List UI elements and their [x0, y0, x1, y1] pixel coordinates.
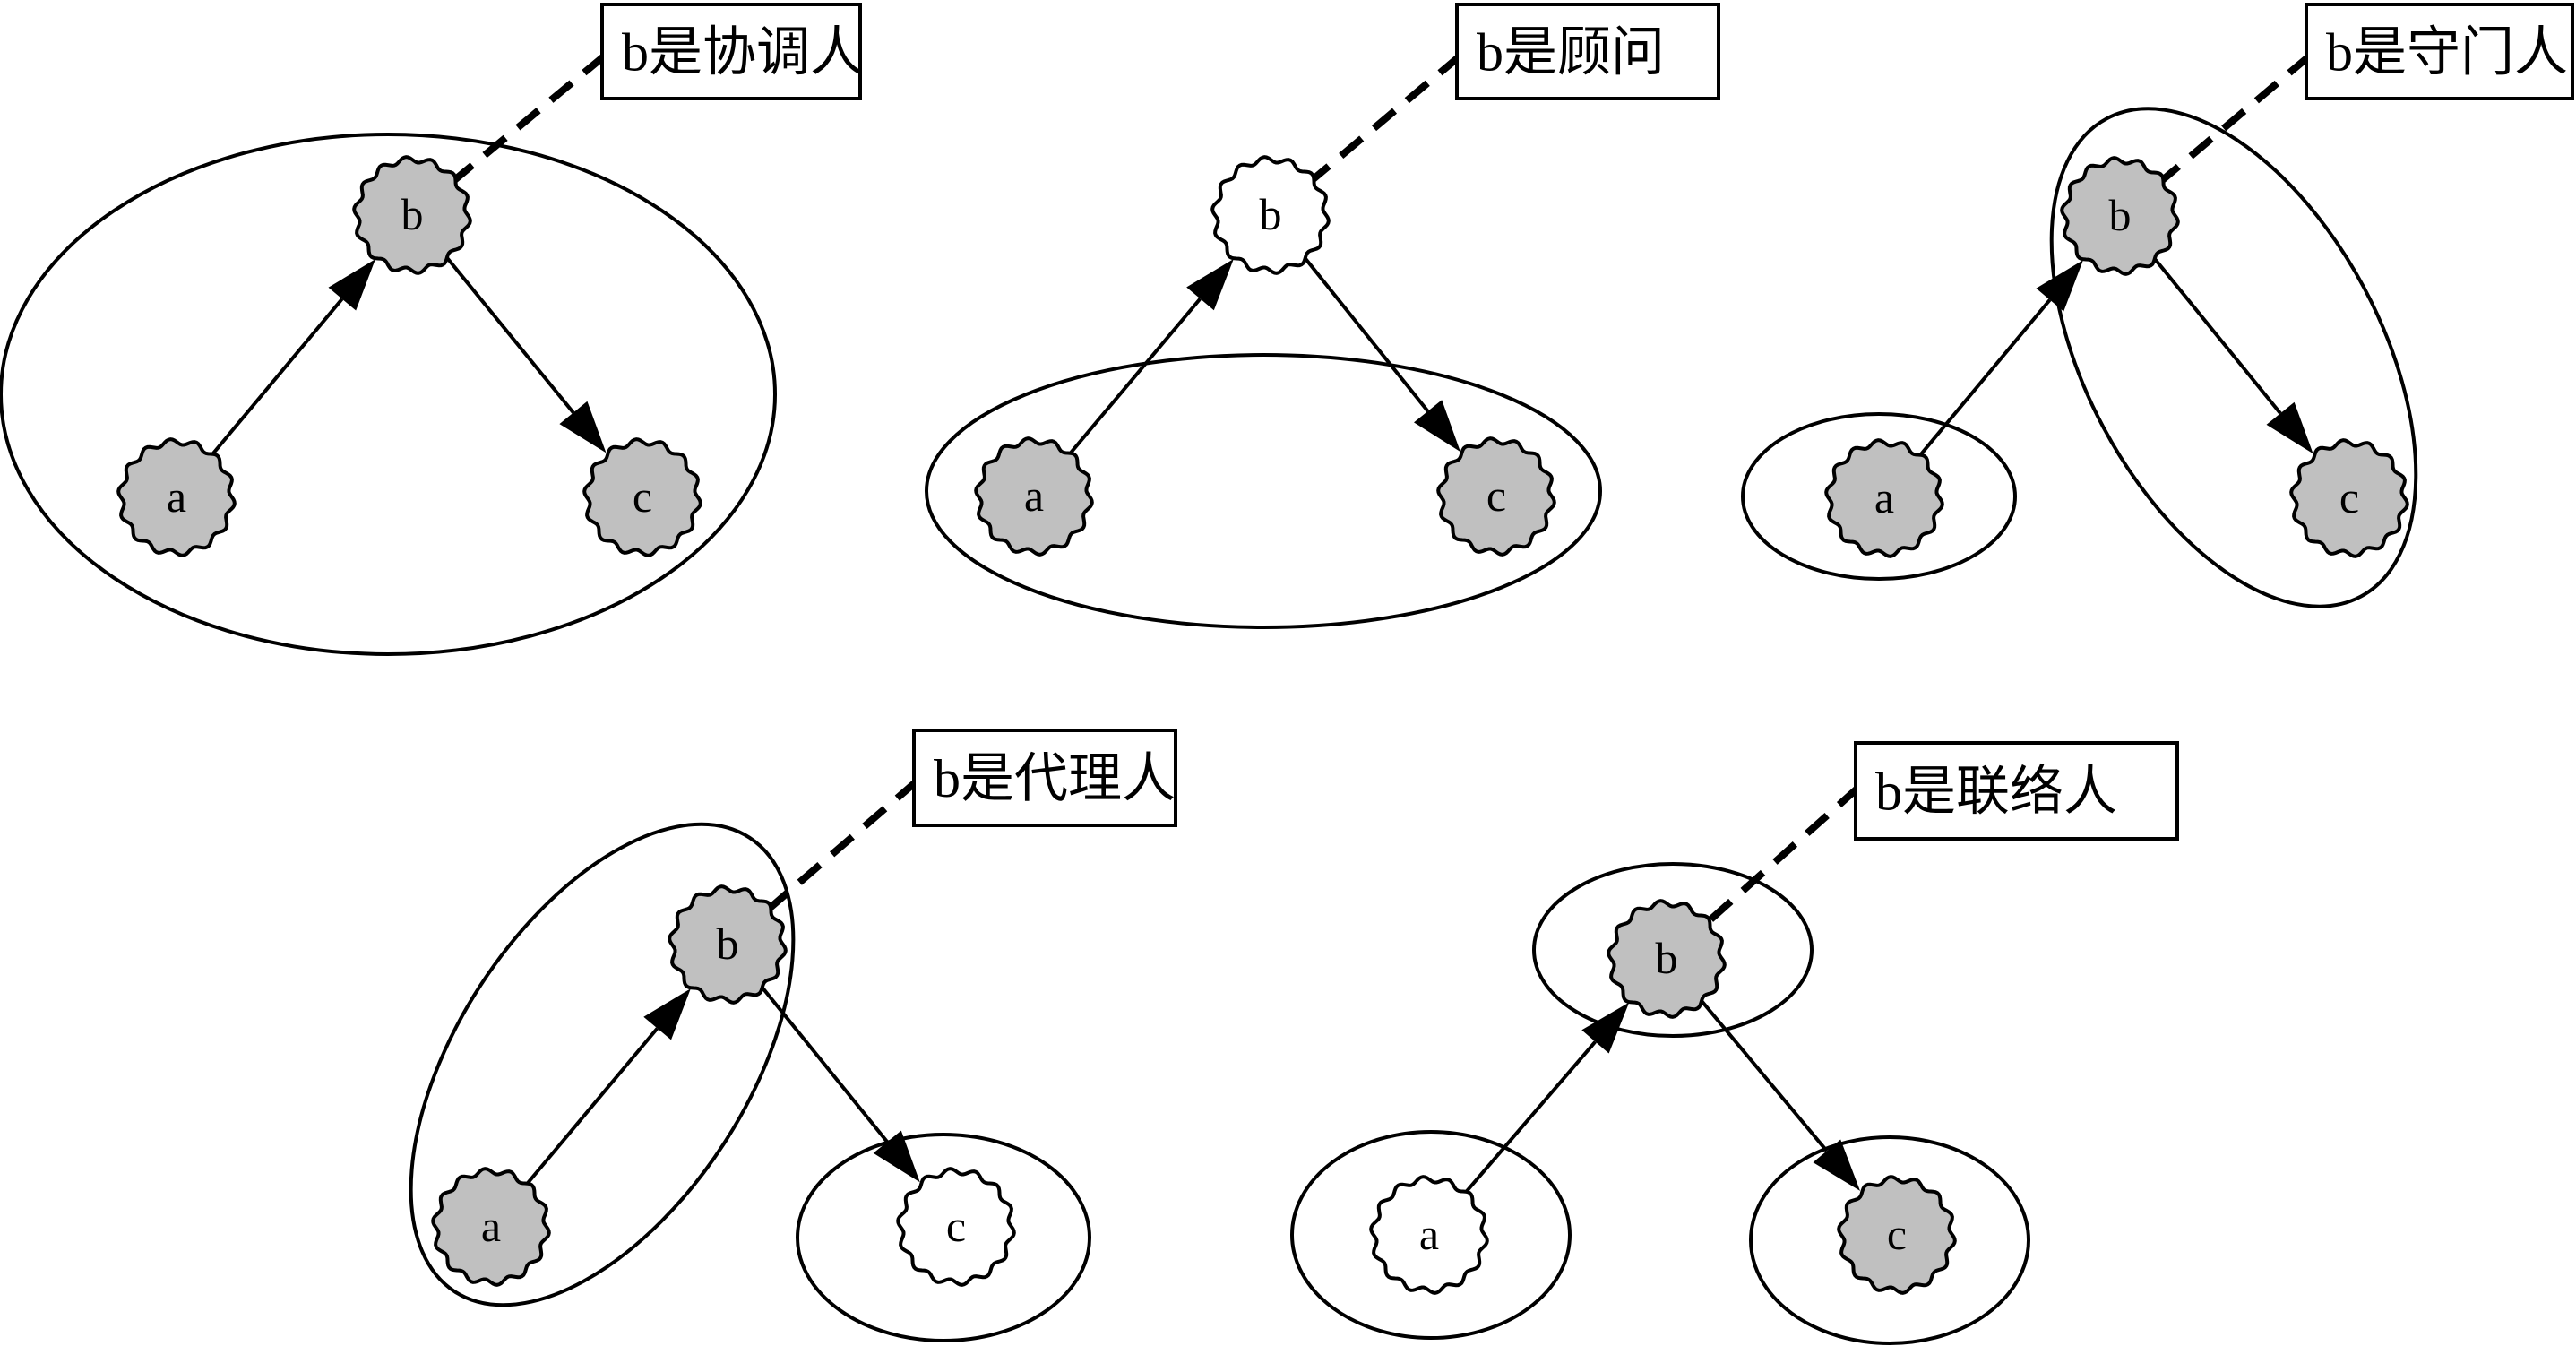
node-a	[431, 1167, 551, 1287]
arrowhead	[2266, 401, 2313, 454]
role-label-box	[600, 3, 862, 100]
group-ellipse	[2049, 107, 2418, 608]
arrowhead	[1813, 1139, 1860, 1191]
edge-a-b	[525, 1027, 659, 1186]
group-ellipse	[925, 353, 1602, 629]
node-label-b: b	[401, 189, 424, 239]
node-b	[1607, 899, 1727, 1019]
role-connector	[767, 777, 920, 911]
panel-representative: a b c b是代理人	[409, 729, 1177, 1342]
arrowhead	[2036, 260, 2083, 312]
edge-b-c	[445, 256, 575, 414]
node-c	[896, 1167, 1016, 1287]
node-label-b: b	[1656, 933, 1678, 983]
node-label-b: b	[717, 919, 739, 969]
arrowhead	[1581, 1002, 1630, 1054]
edge-b-c	[1701, 1000, 1829, 1152]
arrowhead	[328, 259, 375, 311]
node-label-c: c	[1486, 470, 1506, 521]
role-label-box	[1854, 741, 2179, 841]
node-c	[1436, 436, 1556, 557]
role-label: b是代理人	[934, 749, 1176, 808]
role-connector	[2159, 52, 2313, 184]
group-ellipse	[1749, 1135, 2030, 1345]
group-ellipse	[0, 133, 777, 656]
edge-b-c	[2153, 257, 2282, 415]
edge-a-b	[211, 298, 344, 456]
group-ellipse	[796, 1133, 1091, 1342]
node-c	[1837, 1175, 1957, 1295]
role-label-box	[2305, 3, 2574, 100]
node-a	[1824, 438, 1944, 558]
node-label-a: a	[1874, 472, 1894, 522]
node-label-b: b	[2109, 190, 2132, 240]
node-label-a: a	[481, 1201, 501, 1251]
node-b	[1210, 155, 1331, 275]
node-label-c: c	[633, 471, 652, 522]
role-connector	[1310, 52, 1463, 183]
node-label-c: c	[946, 1201, 966, 1251]
group-ellipse	[1532, 862, 1814, 1038]
role-label: b是协调人	[622, 23, 864, 82]
group-ellipse	[1741, 412, 2017, 581]
role-label-box	[1455, 3, 1720, 100]
role-label: b是联络人	[1875, 763, 2117, 822]
node-b	[668, 884, 788, 1005]
edge-a-b	[1463, 1040, 1597, 1195]
edge-b-c	[1304, 257, 1430, 413]
node-label-c: c	[1887, 1209, 1907, 1259]
role-label: b是顾问	[1477, 23, 1665, 82]
arrowhead	[643, 988, 691, 1040]
arrowhead	[873, 1130, 920, 1183]
node-c	[2289, 438, 2409, 558]
node-b	[352, 155, 472, 275]
group-ellipse	[409, 822, 796, 1307]
edge-a-b	[1068, 298, 1202, 455]
role-label-box	[912, 729, 1177, 827]
node-label-a: a	[1024, 470, 1044, 521]
role-connector	[1705, 784, 1862, 925]
node-label-a: a	[167, 471, 186, 522]
node-label-b: b	[1260, 189, 1282, 239]
edge-b-c	[761, 986, 889, 1143]
node-b	[2060, 156, 2180, 276]
arrowhead	[559, 401, 607, 453]
arrowhead	[1414, 400, 1460, 453]
edge-a-b	[1918, 298, 2052, 457]
node-a	[116, 437, 237, 557]
role-label: b是守门人	[2326, 23, 2568, 82]
arrowhead	[1186, 259, 1234, 311]
node-label-c: c	[2339, 472, 2359, 522]
group-ellipse	[1290, 1130, 1572, 1340]
node-a	[1369, 1175, 1489, 1295]
panel-coordinator: a b c b是协调人	[0, 3, 864, 656]
panel-gatekeeper: a b c b是守门人	[1741, 3, 2574, 608]
node-c	[582, 437, 702, 557]
panel-liaison: a b c b是联络人	[1290, 741, 2179, 1345]
node-label-a: a	[1419, 1209, 1439, 1259]
node-a	[974, 436, 1094, 557]
panel-consultant: a b c b是顾问	[925, 3, 1720, 629]
role-connector	[452, 52, 607, 183]
